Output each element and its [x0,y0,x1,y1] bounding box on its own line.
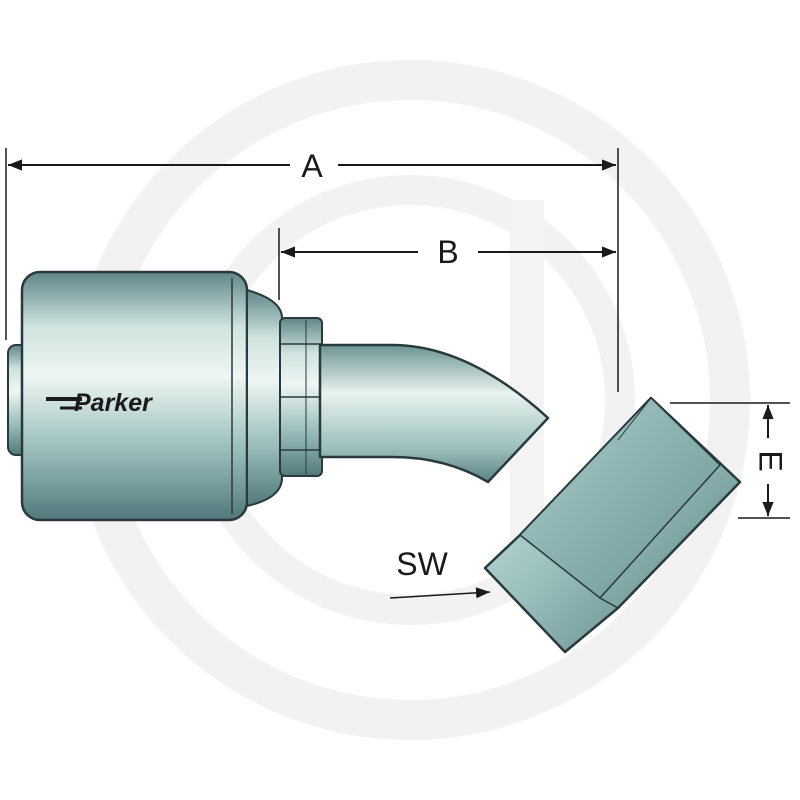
dimension-b-label: B [437,234,458,270]
socket-body [20,270,283,522]
dimension-b: B [278,228,616,300]
ferrule-hex [279,317,323,477]
dimension-e-label: E [753,450,789,471]
dimension-a: A [5,148,619,392]
parker-logo: Parker [46,389,153,417]
swivel-nut [483,396,742,654]
sw-label: SW [396,546,448,582]
dimension-a-label: A [301,148,323,184]
brand-name: Parker [74,389,153,417]
dimension-e: E [670,402,790,519]
bent-tube [318,343,550,484]
sw-callout: SW [389,546,491,599]
